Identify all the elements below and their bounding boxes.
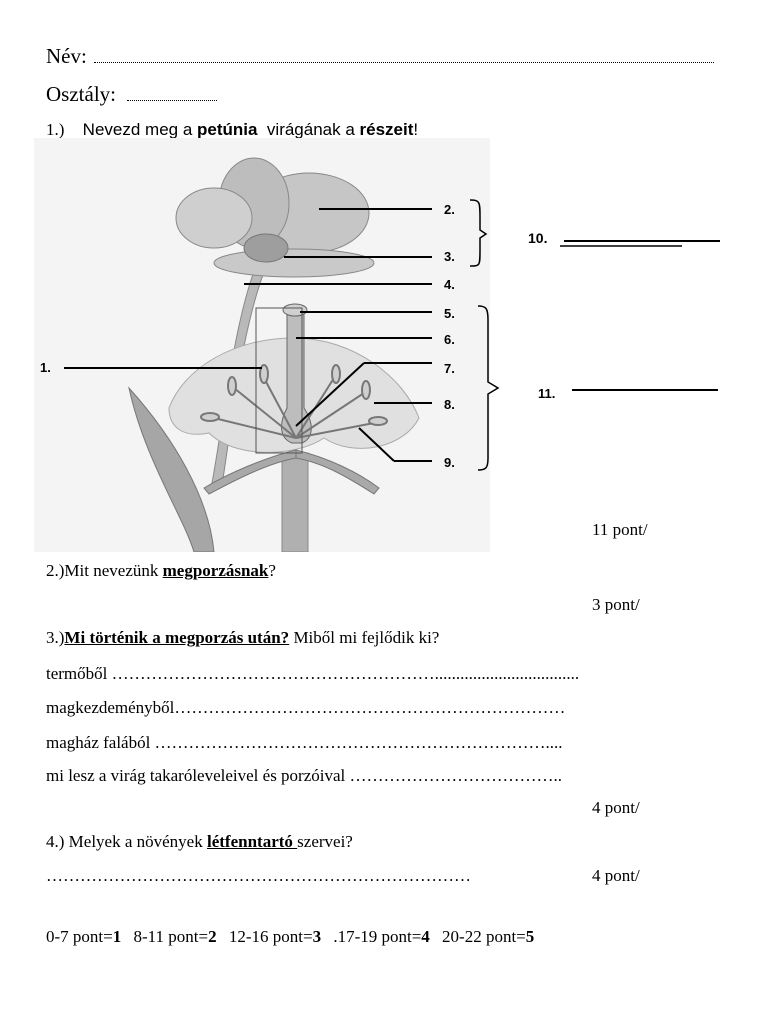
lower-stem: [281, 452, 309, 552]
label-3: 3.: [444, 249, 455, 264]
label-5: 5.: [444, 306, 455, 321]
stamens: [200, 364, 388, 439]
bracket-11: [477, 305, 500, 471]
label-11: 11.: [538, 386, 556, 401]
sepal-upper: [213, 248, 375, 278]
answer-line-11[interactable]: [568, 385, 723, 395]
stigma: [282, 303, 308, 317]
grade-range-4: .17-19 pont=: [333, 927, 422, 946]
label-2: 2.: [444, 202, 455, 217]
receptacle-upper: [243, 233, 289, 263]
grading-scale: 0-7 pont=1 8-11 pont=2 12-16 pont=3 .17-…: [46, 927, 534, 947]
q3-line-takarolevel[interactable]: mi lesz a virág takaróleveleivel és porz…: [46, 766, 563, 785]
label-10: 10.: [528, 230, 548, 246]
class-label: Osztály:: [46, 82, 116, 106]
label-8: 8.: [444, 397, 455, 412]
q3-line-termo[interactable]: termőből …………………………………………………............…: [46, 664, 580, 683]
grade-value-2: 2: [208, 927, 217, 946]
leader-lines: [64, 208, 432, 462]
question-4: 4.) Melyek a növények létfenntartó szerv…: [46, 832, 353, 852]
name-field[interactable]: [94, 62, 715, 63]
label-7: 7.: [444, 361, 455, 376]
label-4: 4.: [444, 277, 455, 292]
q4-points: 4 pont/: [592, 866, 640, 885]
bracket-10: [469, 199, 488, 267]
q4-prefix: 4.) Melyek a növények: [46, 832, 207, 851]
name-label: Név:: [46, 44, 87, 68]
question-1: 1.) Nevezd meg a petúnia virágának a rés…: [46, 120, 418, 140]
class-field[interactable]: [127, 100, 218, 101]
bracket-box-1: [255, 307, 303, 454]
q4-bold: létfenntartó: [206, 832, 298, 851]
question-3: 3.)Mi történik a megporzás után? Miből m…: [46, 628, 439, 648]
q1-text-2: virágának a: [257, 120, 360, 139]
grade-range-5: 20-22 pont=: [442, 927, 526, 946]
q1-points: 11 pont/: [592, 520, 648, 539]
grade-value-5: 5: [525, 927, 535, 946]
q1-bold-2: részeit: [359, 120, 414, 139]
q1-text-3: !: [413, 120, 419, 139]
name-row: Név:: [46, 44, 715, 69]
grade-range-3: 12-16 pont=: [228, 927, 313, 946]
sepal-lower-right: [295, 449, 380, 495]
q1-text-1: Nevezd meg a: [82, 120, 198, 139]
q2-suffix: ?: [268, 561, 276, 580]
answer-line-10[interactable]: [556, 236, 726, 252]
class-row: Osztály:: [46, 82, 218, 107]
grade-range-2: 8-11 pont=: [133, 927, 209, 946]
q3-suffix: Miből mi fejlődik ki?: [289, 628, 440, 647]
q2-bold: megporzásnak: [162, 561, 269, 580]
leaf: [128, 386, 215, 552]
q4-suffix: szervei?: [297, 832, 353, 851]
flower-diagram: 2. 3. 4. 5. 6. 7. 8. 9. 1.: [34, 138, 490, 552]
q3-points: 4 pont/: [592, 798, 640, 817]
q2-points: 3 pont/: [592, 595, 640, 614]
q1-number: 1.): [46, 120, 65, 139]
sepal-lower-left: [203, 449, 297, 495]
label-1: 1.: [40, 360, 51, 375]
grade-value-3: 3: [312, 927, 322, 946]
petal-left: [175, 187, 253, 249]
q4-answer-line[interactable]: …………………………………………………………………: [46, 866, 471, 885]
label-9: 9.: [444, 455, 455, 470]
q2-prefix: 2.)Mit nevezünk: [46, 561, 163, 580]
question-2: 2.)Mit nevezünk megporzásnak?: [46, 561, 276, 581]
q3-line-magkezdemeny[interactable]: magkezdeményből……………………………………………………………: [46, 698, 566, 717]
label-6: 6.: [444, 332, 455, 347]
q3-prefix: 3.): [46, 628, 65, 647]
q3-line-maghaz[interactable]: magház falából ……………………………………………………………..…: [46, 733, 563, 752]
grade-range-1: 0-7 pont=: [46, 927, 113, 946]
grade-value-1: 1: [112, 927, 122, 946]
q3-bold: Mi történik a megporzás után?: [64, 628, 290, 647]
q1-bold-1: petúnia: [197, 120, 258, 139]
grade-value-4: 4: [421, 927, 430, 946]
